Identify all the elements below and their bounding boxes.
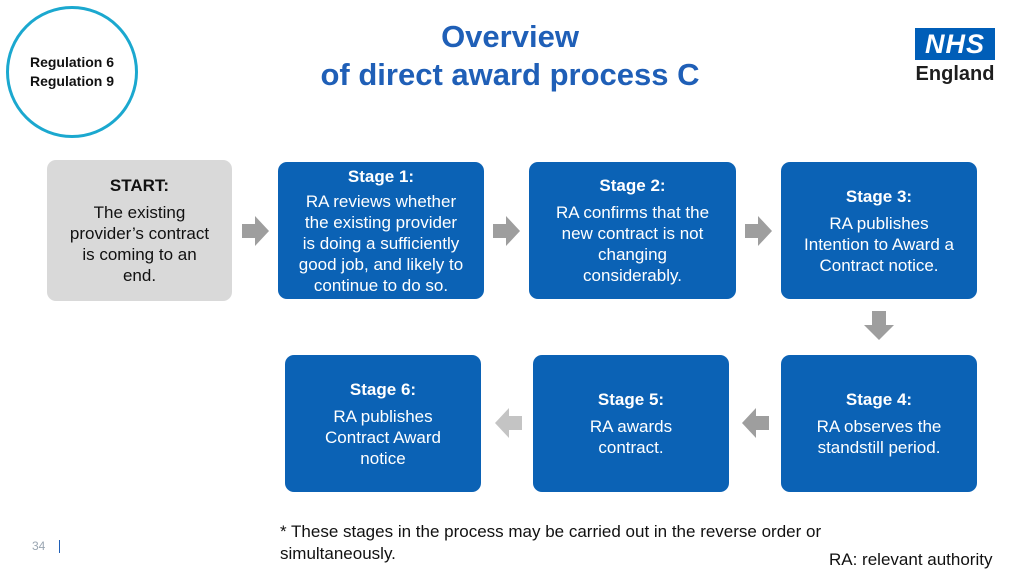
nhs-logo-box: NHS bbox=[915, 28, 995, 60]
start-box: START: The existing provider’s contract … bbox=[47, 160, 232, 301]
stage-2-text: RA confirms that the new contract is not… bbox=[555, 203, 710, 285]
start-text: The existing provider’s contract is comi… bbox=[69, 203, 210, 285]
title-line-2: of direct award process C bbox=[320, 57, 700, 92]
stage-3-box: Stage 3: RA publishes Intention to Award… bbox=[781, 162, 977, 299]
arrow-left-icon bbox=[742, 408, 769, 438]
regulation-9-label: Regulation 9 bbox=[29, 73, 114, 89]
ra-definition: RA: relevant authority bbox=[829, 550, 993, 569]
stage-4-heading: Stage 4: bbox=[845, 390, 913, 409]
stage-5-box: Stage 5: RA awards contract. bbox=[533, 355, 729, 492]
stage-6-text: RA publishes Contract Award notice bbox=[325, 406, 441, 468]
arrow-left-faded-icon bbox=[495, 408, 522, 438]
stage-1-text: RA reviews whether the existing provider… bbox=[298, 191, 464, 295]
stage-1-heading: Stage 1: bbox=[347, 166, 415, 186]
page-title: Overview of direct award process C bbox=[260, 18, 760, 94]
stage-3-text: RA publishes Intention to Award a Contra… bbox=[804, 213, 954, 275]
footnote: * These stages in the process may be car… bbox=[280, 522, 822, 563]
start-heading: START: bbox=[109, 176, 170, 195]
stage-4-box: Stage 4: RA observes the standstill peri… bbox=[781, 355, 977, 492]
stage-3-heading: Stage 3: bbox=[845, 186, 913, 206]
regulation-6-label: Regulation 6 bbox=[29, 54, 114, 70]
stage-6-heading: Stage 6: bbox=[349, 379, 417, 399]
arrow-right-icon bbox=[242, 216, 269, 246]
page-number: 34 bbox=[32, 539, 46, 553]
stage-2-box: Stage 2: RA confirms that the new contra… bbox=[529, 162, 736, 299]
stage-1-box: Stage 1: RA reviews whether the existing… bbox=[278, 162, 484, 299]
stage-6-box: Stage 6: RA publishes Contract Award not… bbox=[285, 355, 481, 492]
stage-5-heading: Stage 5: bbox=[597, 390, 665, 409]
regulation-circle: Regulation 6 Regulation 9 bbox=[6, 6, 138, 138]
nhs-logo-england: England bbox=[915, 63, 995, 85]
stage-4-text: RA observes the standstill period. bbox=[816, 417, 942, 457]
stage-2-heading: Stage 2: bbox=[599, 176, 666, 195]
arrow-right-icon bbox=[745, 216, 772, 246]
page-number-divider bbox=[59, 540, 60, 553]
arrow-right-icon bbox=[493, 216, 520, 246]
arrow-down-icon bbox=[864, 311, 894, 340]
title-line-1: Overview bbox=[441, 19, 579, 54]
nhs-england-logo: NHS England bbox=[912, 28, 998, 86]
stage-5-text: RA awards contract. bbox=[589, 417, 673, 457]
